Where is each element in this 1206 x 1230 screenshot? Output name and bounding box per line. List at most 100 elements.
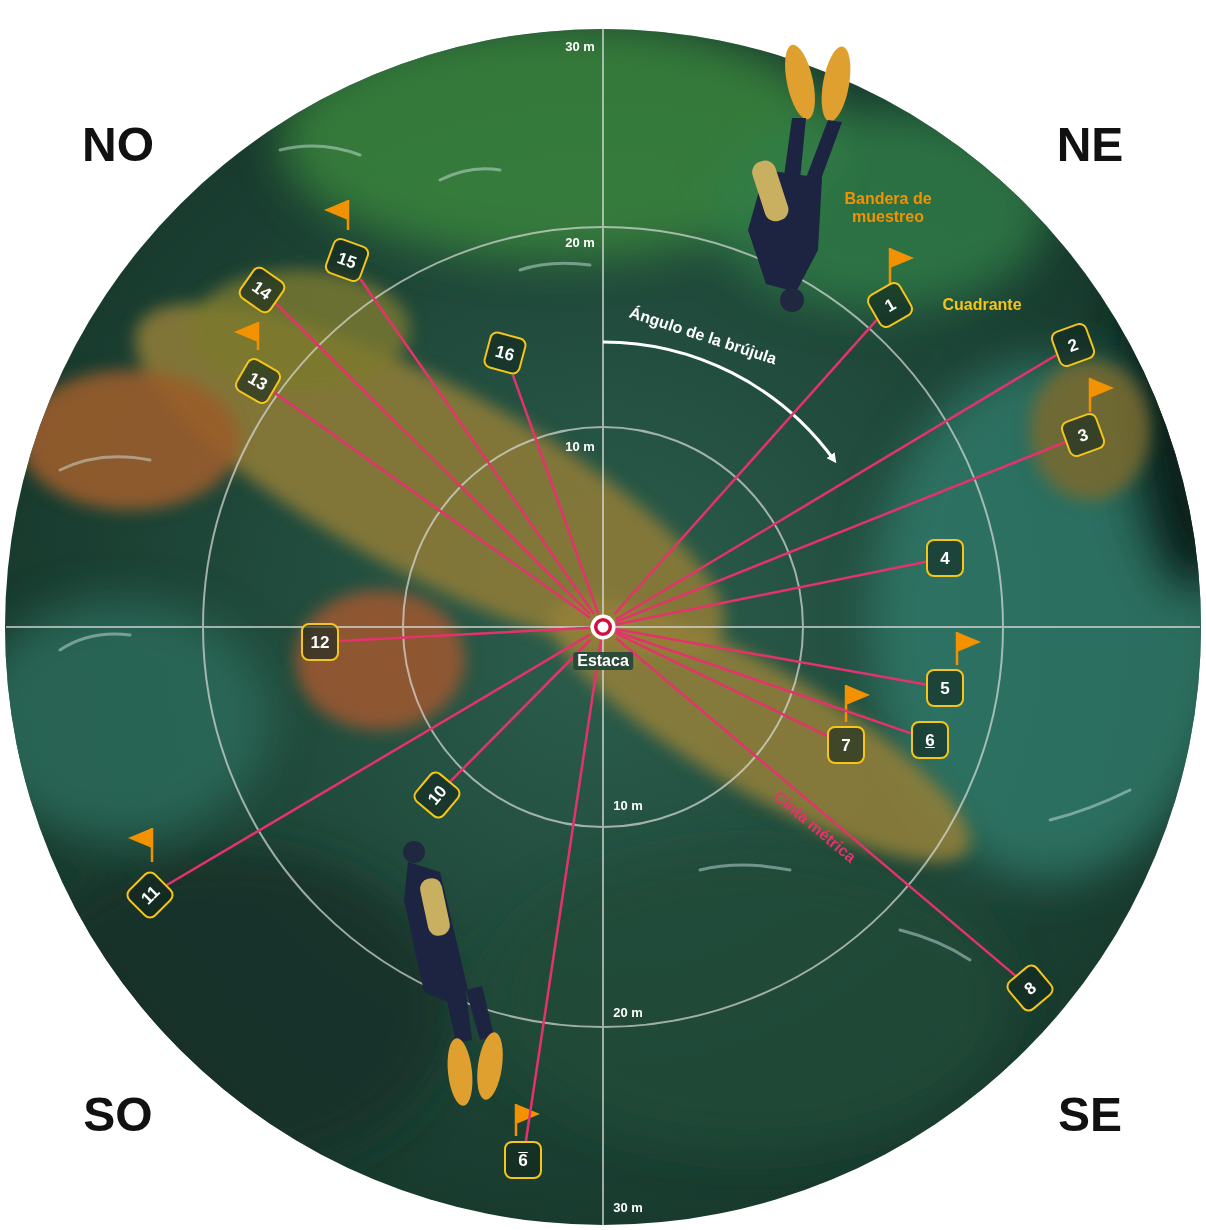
quadrant-number: 4 [940, 550, 949, 567]
bottom-diver [403, 841, 507, 1107]
quadrant-number: 11 [138, 883, 163, 908]
distance-mark: 20 m [613, 1006, 643, 1021]
quadrant-box: 6 [911, 721, 949, 759]
reef-patch [521, 556, 999, 903]
stake-label: Estaca [573, 652, 633, 670]
quadrant-box: 16 [482, 330, 529, 377]
quadrant-box: 8 [1003, 961, 1057, 1015]
distance-mark: 20 m [565, 236, 595, 251]
measuring-tape [616, 632, 911, 734]
reef-patch [1030, 360, 1150, 500]
reef-patch [20, 370, 240, 510]
reef-patch [295, 590, 465, 730]
quadrant-number: 10 [424, 782, 449, 807]
quadrant-number: 6 [925, 732, 934, 749]
distance-rings [6, 29, 1200, 1225]
measuring-tape [339, 628, 590, 641]
sand-streak [60, 457, 150, 470]
quadrant-number: 15 [335, 249, 359, 271]
sand-streak [440, 169, 500, 180]
torso [404, 862, 468, 1002]
sand-streak [280, 146, 360, 155]
measuring-tape [513, 375, 599, 614]
fin [473, 1031, 506, 1102]
flag [234, 322, 258, 342]
quadrant-box: 9 [504, 1141, 542, 1179]
shadow-patch [1120, 160, 1206, 600]
sand-streak [1050, 790, 1130, 820]
quadrant-box: 5 [926, 669, 964, 707]
sand-streak [900, 930, 970, 960]
tape-label: Cinta métrica [770, 787, 859, 866]
reef-patch [190, 270, 410, 390]
air-tank [749, 158, 791, 224]
quadrant-number: 14 [249, 278, 274, 303]
sand-streak [700, 865, 790, 870]
stake-ring [591, 615, 616, 640]
flag [846, 685, 870, 705]
measuring-tape [616, 442, 1065, 622]
leg [806, 120, 842, 182]
measuring-tape [274, 392, 591, 618]
measuring-tape [616, 638, 1015, 976]
fin [779, 42, 820, 122]
top-diver [748, 42, 855, 312]
measuring-tape [360, 279, 594, 614]
stake-marker: Estaca [590, 614, 616, 640]
stake-ring [594, 618, 612, 636]
quadrant-box: 4 [926, 539, 964, 577]
sand-streak [60, 634, 130, 650]
seagrass-patch [0, 600, 270, 840]
measuring-tape [167, 635, 590, 885]
sand-streak [520, 263, 590, 270]
compass-quadrant: SE [1058, 1087, 1122, 1142]
flag [957, 632, 981, 652]
measuring-tape [616, 633, 827, 736]
fin [445, 1037, 476, 1107]
measuring-tape [616, 562, 926, 625]
quadrant-number: 8 [1021, 978, 1039, 997]
leg [784, 118, 806, 180]
reef-band [20, 241, 1150, 903]
measuring-tape [526, 640, 601, 1141]
quadrant-box: 10 [410, 768, 464, 822]
quadrant-box: 1 [864, 279, 916, 331]
stake-ring [598, 622, 609, 633]
quadrant-number: 7 [841, 737, 850, 754]
seabed-disc [5, 29, 1201, 1225]
head [780, 288, 804, 312]
flag [128, 828, 152, 848]
quadrant-box: 2 [1049, 321, 1098, 370]
compass-quadrant: NE [1057, 117, 1124, 172]
flag [890, 248, 914, 268]
sand-streaks [60, 146, 1130, 960]
quadrant-box: 11 [123, 868, 177, 922]
quadrant-box: 14 [236, 264, 289, 317]
algae-patch [710, 110, 1050, 310]
quadrant-box: 3 [1059, 411, 1108, 460]
leg [446, 992, 472, 1042]
quadrant-number: 9 [518, 1152, 527, 1169]
distance-mark: 10 m [565, 440, 595, 455]
distance-mark: 10 m [613, 799, 643, 814]
compass-quadrant: NO [82, 117, 154, 172]
distance-mark: 30 m [613, 1201, 643, 1216]
callout-label: Cuadrante [942, 296, 1021, 314]
compass-angle-arrow [603, 342, 834, 460]
flag [1090, 378, 1114, 398]
flag [324, 200, 348, 220]
shadow-patch [10, 850, 450, 1170]
quadrant-number: 1 [882, 295, 899, 314]
quadrant-number: 16 [494, 342, 517, 363]
head [403, 841, 425, 863]
stake-symbol [590, 614, 616, 640]
distance-mark: 30 m [565, 40, 595, 55]
quadrant-box: 7 [827, 726, 865, 764]
callout-label: Bandera de muestreo [828, 190, 948, 227]
quadrant-number: 13 [246, 369, 271, 393]
quadrant-number: 3 [1076, 425, 1091, 444]
quadrant-box: 13 [232, 355, 284, 407]
quadrant-number: 12 [311, 634, 330, 651]
